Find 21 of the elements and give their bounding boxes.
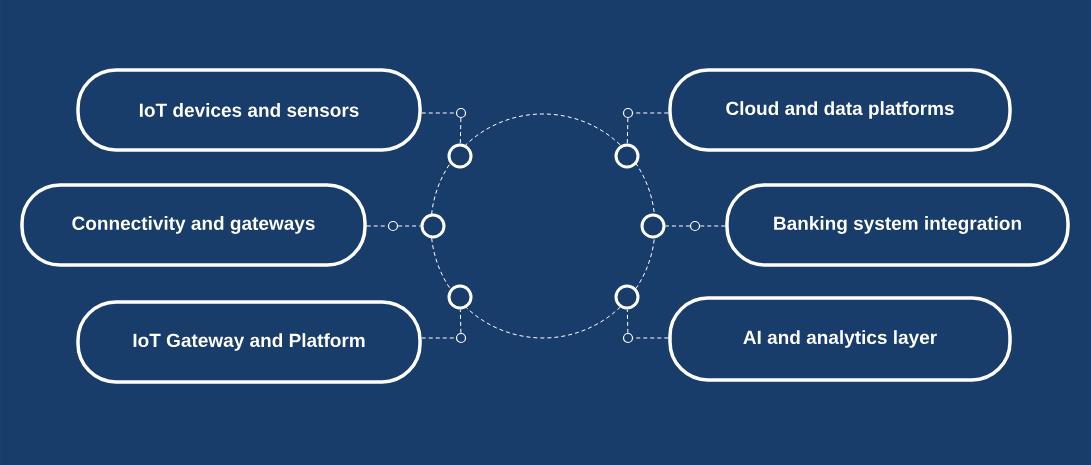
ring-node — [614, 284, 640, 310]
connector-line — [421, 112, 457, 114]
pill-box: IoT devices and sensors — [76, 68, 422, 152]
pill-box: IoT Gateway and Platform — [76, 300, 422, 384]
ring-node — [614, 143, 640, 169]
connector-line — [699, 225, 726, 227]
pill-box: Connectivity and gateways — [20, 183, 367, 267]
connector-line — [626, 309, 629, 334]
connector-line — [665, 225, 691, 227]
pill-box: AI and analytics layer — [668, 296, 1012, 382]
connector-line — [459, 309, 462, 334]
connector-line — [459, 117, 462, 144]
ring-node — [447, 284, 473, 310]
connector-line — [397, 225, 421, 227]
ring-node — [420, 213, 446, 239]
connector-line — [421, 337, 457, 339]
connector-line — [626, 117, 629, 144]
pill-box: Cloud and data platforms — [668, 68, 1012, 152]
ring-node — [447, 143, 473, 169]
pill-box: Banking system integration — [725, 183, 1070, 267]
ring-node — [640, 213, 666, 239]
